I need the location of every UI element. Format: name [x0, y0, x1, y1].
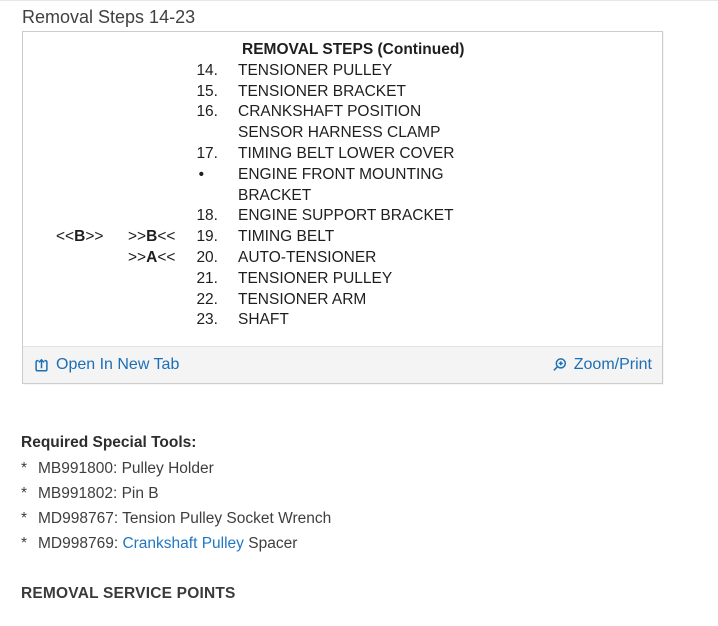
removal-service-points-heading: REMOVAL SERVICE POINTS: [21, 585, 236, 602]
tool-item: * MD998767: Tension Pulley Socket Wrench: [21, 506, 331, 531]
crankshaft-pulley-link[interactable]: Crankshaft Pulley: [122, 534, 244, 552]
tool-item: * MB991802: Pin B: [21, 481, 331, 506]
step-text: TENSIONER PULLEY: [238, 61, 393, 79]
step-number: 16.: [196, 103, 218, 121]
tool-item: * MB991800: Pulley Holder: [21, 456, 331, 481]
zoom-magnifier-icon: [551, 357, 568, 374]
tool-code: MB991800:: [38, 459, 118, 477]
step-row-22: 22. TENSIONER ARM: [23, 290, 662, 311]
step-text: TIMING BELT: [238, 228, 335, 246]
step-text: AUTO-TENSIONER: [238, 248, 377, 266]
tool-description: Tension Pulley Socket Wrench: [118, 509, 332, 527]
asterisk-bullet: *: [21, 534, 28, 552]
page-title: Removal Steps 14-23: [22, 7, 196, 27]
step-text-continued: SENSOR HARNESS CLAMP: [238, 124, 441, 142]
step-text: SHAFT: [238, 311, 289, 329]
step-number: 21.: [196, 269, 218, 287]
asterisk-bullet: *: [21, 484, 28, 502]
pane-top-divider: [0, 0, 718, 1]
removal-steps-panel: REMOVAL STEPS (Continued) 14. TENSIONER …: [22, 31, 663, 384]
tool-code: MD998767:: [38, 509, 119, 527]
figure-heading-row: REMOVAL STEPS (Continued): [23, 40, 662, 61]
open-in-new-tab-label: Open In New Tab: [56, 356, 180, 373]
step-number: 14.: [196, 61, 218, 79]
step-text: ENGINE FRONT MOUNTING: [238, 165, 444, 183]
step-number: 15.: [196, 82, 218, 100]
step-text: TIMING BELT LOWER COVER: [238, 144, 455, 162]
step-row-20: >>A<< 20. AUTO-TENSIONER: [23, 248, 662, 269]
tool-item: * MD998769: Crankshaft Pulley Spacer: [21, 531, 331, 556]
step-row-23: 23. SHAFT: [23, 310, 662, 331]
removal-steps-figure: REMOVAL STEPS (Continued) 14. TENSIONER …: [23, 40, 662, 331]
step-row-bullet: • ENGINE FRONT MOUNTING: [23, 165, 662, 186]
tool-description: Pin B: [117, 484, 159, 502]
step-row-bullet-cont: BRACKET: [23, 186, 662, 207]
step-text: TENSIONER BRACKET: [238, 82, 406, 100]
tool-code: MD998769:: [38, 534, 123, 552]
required-tools-section: Required Special Tools: * MB991800: Pulle…: [21, 434, 331, 556]
step-number: 17.: [196, 144, 218, 162]
asterisk-bullet: *: [21, 509, 28, 527]
step-text: TENSIONER ARM: [238, 290, 367, 308]
step-row-19: <<B>> >>B<< 19. TIMING BELT: [23, 227, 662, 248]
step-number: 19.: [196, 228, 218, 246]
zoom-print-link[interactable]: Zoom/Print: [551, 356, 652, 374]
step-row-14: 14. TENSIONER PULLEY: [23, 61, 662, 82]
step-number: 20.: [196, 248, 218, 266]
step-row-16-cont: SENSOR HARNESS CLAMP: [23, 123, 662, 144]
marker-b: >>B<<: [128, 228, 176, 246]
step-bullet: •: [198, 165, 204, 183]
step-text-continued: BRACKET: [238, 186, 312, 204]
step-row-16: 16. CRANKSHAFT POSITION: [23, 102, 662, 123]
open-in-new-tab-link[interactable]: Open In New Tab: [33, 356, 179, 374]
step-number: 23.: [196, 311, 218, 329]
step-number: 18.: [196, 207, 218, 225]
tool-description: Spacer: [243, 534, 298, 552]
marker-a: >>A<<: [128, 248, 176, 266]
required-tools-list: * MB991800: Pulley Holder * MB991802: Pin …: [21, 456, 331, 556]
step-text: ENGINE SUPPORT BRACKET: [238, 207, 454, 225]
tool-code: MB991802:: [38, 484, 118, 502]
tool-description: Pulley Holder: [117, 459, 214, 477]
step-number: 22.: [196, 290, 218, 308]
open-in-new-tab-icon: [33, 357, 50, 374]
zoom-print-label: Zoom/Print: [573, 356, 652, 373]
step-row-21: 21. TENSIONER PULLEY: [23, 269, 662, 290]
required-tools-heading: Required Special Tools:: [21, 434, 197, 451]
step-row-17: 17. TIMING BELT LOWER COVER: [23, 144, 662, 165]
step-text: TENSIONER PULLEY: [238, 269, 393, 287]
figure-heading: REMOVAL STEPS (Continued): [242, 41, 465, 58]
asterisk-bullet: *: [21, 459, 28, 477]
panel-footer: Open In New Tab Zoom/Print: [23, 346, 662, 383]
step-row-15: 15. TENSIONER BRACKET: [23, 82, 662, 103]
step-text: CRANKSHAFT POSITION: [238, 103, 422, 121]
step-row-18: 18. ENGINE SUPPORT BRACKET: [23, 206, 662, 227]
marker-b-double: <<B>>: [56, 228, 104, 246]
